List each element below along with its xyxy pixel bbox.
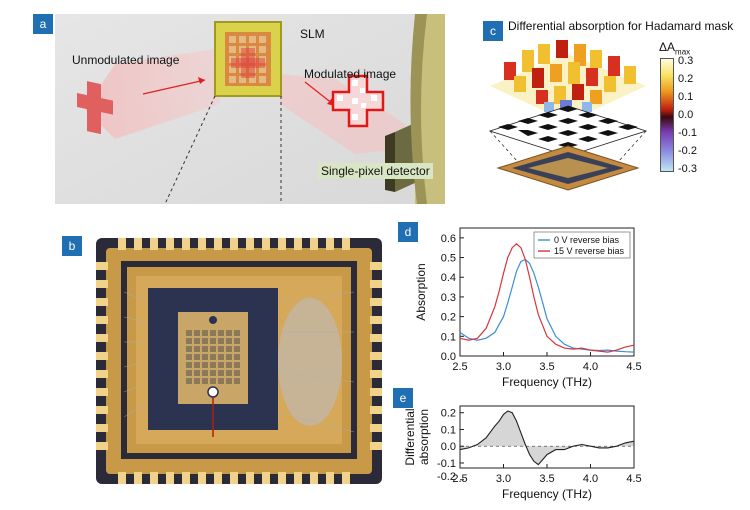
colorbar-tick: 0.2 — [678, 73, 694, 85]
series-line — [459, 410, 635, 466]
x-tick-label: 4.0 — [583, 361, 598, 373]
x-tick-label: 2.5 — [452, 361, 467, 373]
x-tick-label: 3.0 — [496, 361, 511, 373]
x-tick-label: 3.5 — [539, 473, 554, 485]
unmodulated-cross — [77, 81, 113, 135]
y-tick-label: 0.2 — [441, 408, 456, 420]
chip-package-photo — [96, 238, 382, 484]
y-axis-label: Absorption — [414, 263, 428, 320]
colorbar-tick: -0.3 — [678, 163, 697, 175]
y-tick-label: 0.3 — [441, 292, 456, 304]
colorbar — [660, 58, 674, 172]
legend-box — [533, 231, 631, 259]
panel-a-illustration — [55, 14, 445, 205]
y-tick-label: 0.2 — [441, 312, 456, 324]
y-axis-label-line1: Differential — [403, 408, 417, 465]
series-line — [459, 242, 635, 353]
hadamard-3d-illustration — [488, 40, 648, 191]
legend-label: 0 V reverse bias — [554, 235, 620, 245]
reflected-arrow — [304, 81, 334, 105]
y-tick-label: 0.1 — [441, 331, 456, 343]
x-axis-label: Frequency (THz) — [502, 375, 592, 389]
y-tick-label: 0.0 — [441, 441, 456, 453]
checkerboard-mask — [488, 105, 648, 157]
x-tick-label: 3.0 — [496, 473, 511, 485]
colorbar-tick: 0.0 — [678, 109, 694, 121]
panel-b-tag: b — [62, 236, 82, 256]
panel-a-figure — [55, 14, 445, 205]
bond-pads — [96, 238, 382, 484]
chip-layer — [496, 145, 640, 191]
incident-beam — [85, 49, 220, 139]
slm-chip — [214, 21, 282, 97]
x-tick-label: 4.5 — [626, 473, 641, 485]
y-tick-label: 0.4 — [441, 272, 456, 284]
panel-c-tag: c — [483, 21, 503, 41]
reflected-beam — [280, 74, 405, 154]
panel-d-chart: 2.5 3.0 3.5 4.0 4.5 0.0 0.1 0.2 0.3 0.4 0.5 0.6Freq… — [414, 227, 642, 389]
y-tick-label: 0.0 — [441, 351, 456, 363]
unmodulated-image-label: Unmodulated image — [72, 53, 180, 67]
colorbar-tick: 0.1 — [678, 91, 694, 103]
x-axis-label: Frequency (THz) — [502, 487, 592, 501]
panel-e-chart: 2.5 3.0 3.5 4.0 4.5 0.2 0.1 0.0 -0.1-0.2Frequenc… — [403, 405, 642, 501]
detector-label: Single-pixel detector — [318, 163, 433, 179]
y-axis-label-line2: absorption — [417, 409, 431, 465]
colorbar-tick: -0.1 — [678, 127, 697, 139]
colorbar-title-main: ΔA — [659, 40, 676, 54]
legend-label: 15 V reverse bias — [554, 246, 625, 256]
panel-e-tag: e — [393, 388, 413, 408]
panel-d-tag: d — [398, 222, 418, 242]
x-tick-label: 4.0 — [583, 473, 598, 485]
colorbar-tick: 0.3 — [678, 55, 694, 67]
modulated-cross — [331, 74, 385, 128]
panel-a-tag: a — [33, 14, 53, 34]
modulated-image-label: Modulated image — [304, 67, 397, 81]
x-tick-label: 4.5 — [626, 361, 641, 373]
panel-c-figure — [478, 36, 658, 192]
bar-layer — [504, 40, 636, 114]
colorbar-tick: -0.2 — [678, 145, 697, 157]
x-tick-label: 3.5 — [539, 361, 554, 373]
incident-arrow — [142, 79, 206, 95]
area-fill — [460, 411, 634, 465]
slm-label: SLM — [300, 27, 325, 41]
y-tick-label: -0.2 — [437, 471, 456, 483]
zoom-line-left — [164, 95, 216, 205]
y-tick-label: 0.6 — [441, 233, 456, 245]
colorbar-title-sub: max — [675, 47, 691, 57]
panel-c-title: Differential absorption for Hadamard mas… — [508, 19, 734, 33]
y-tick-label: 0.1 — [441, 424, 456, 436]
series-line — [459, 258, 635, 353]
y-tick-label: 0.5 — [441, 253, 456, 265]
panel-b-photo — [88, 232, 390, 490]
y-tick-label: -0.1 — [437, 458, 456, 470]
pixel-array — [186, 330, 240, 384]
x-tick-label: 2.5 — [452, 473, 467, 485]
colorbar-title: ΔAmax — [659, 40, 690, 56]
